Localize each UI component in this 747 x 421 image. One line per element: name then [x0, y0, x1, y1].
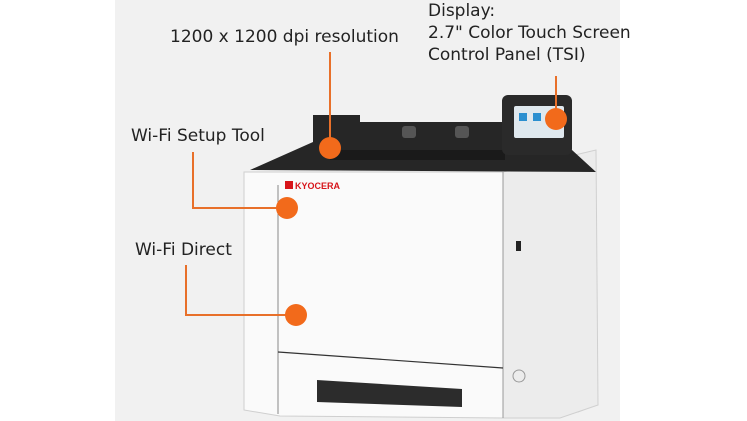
paper-tray-handle: [317, 380, 462, 407]
callout-dot-resolution: [319, 137, 341, 159]
label-display-detail-2: Control Panel (TSI): [428, 45, 586, 65]
callout-line-wifi-setup-h: [192, 207, 282, 209]
roller: [455, 126, 469, 138]
label-display-detail: 2.7" Color Touch Screen: [428, 23, 631, 43]
roller: [402, 126, 416, 138]
callout-line-resolution: [329, 52, 331, 148]
label-wifi-direct: Wi-Fi Direct: [135, 240, 232, 260]
label-wifi-setup: Wi-Fi Setup Tool: [131, 126, 265, 146]
label-resolution: 1200 x 1200 dpi resolution: [170, 27, 399, 47]
callout-dot-display: [545, 108, 567, 130]
printer-side: [502, 149, 599, 419]
kyocera-logo: KYOCERA: [295, 181, 341, 191]
callout-line-wifi-setup: [192, 152, 194, 208]
callout-line-wifi-direct: [185, 265, 187, 315]
callout-line-display: [555, 76, 557, 118]
power-button: [512, 369, 526, 383]
callout-dot-wifi-direct: [285, 304, 307, 326]
kyocera-logo-mark: [285, 181, 293, 189]
tray-seam: [277, 351, 504, 369]
usb-port: [516, 241, 521, 251]
callout-dot-wifi-setup: [276, 197, 298, 219]
callout-line-wifi-direct-h: [185, 314, 289, 316]
output-slot: [330, 150, 505, 160]
label-display-title: Display:: [428, 1, 496, 21]
